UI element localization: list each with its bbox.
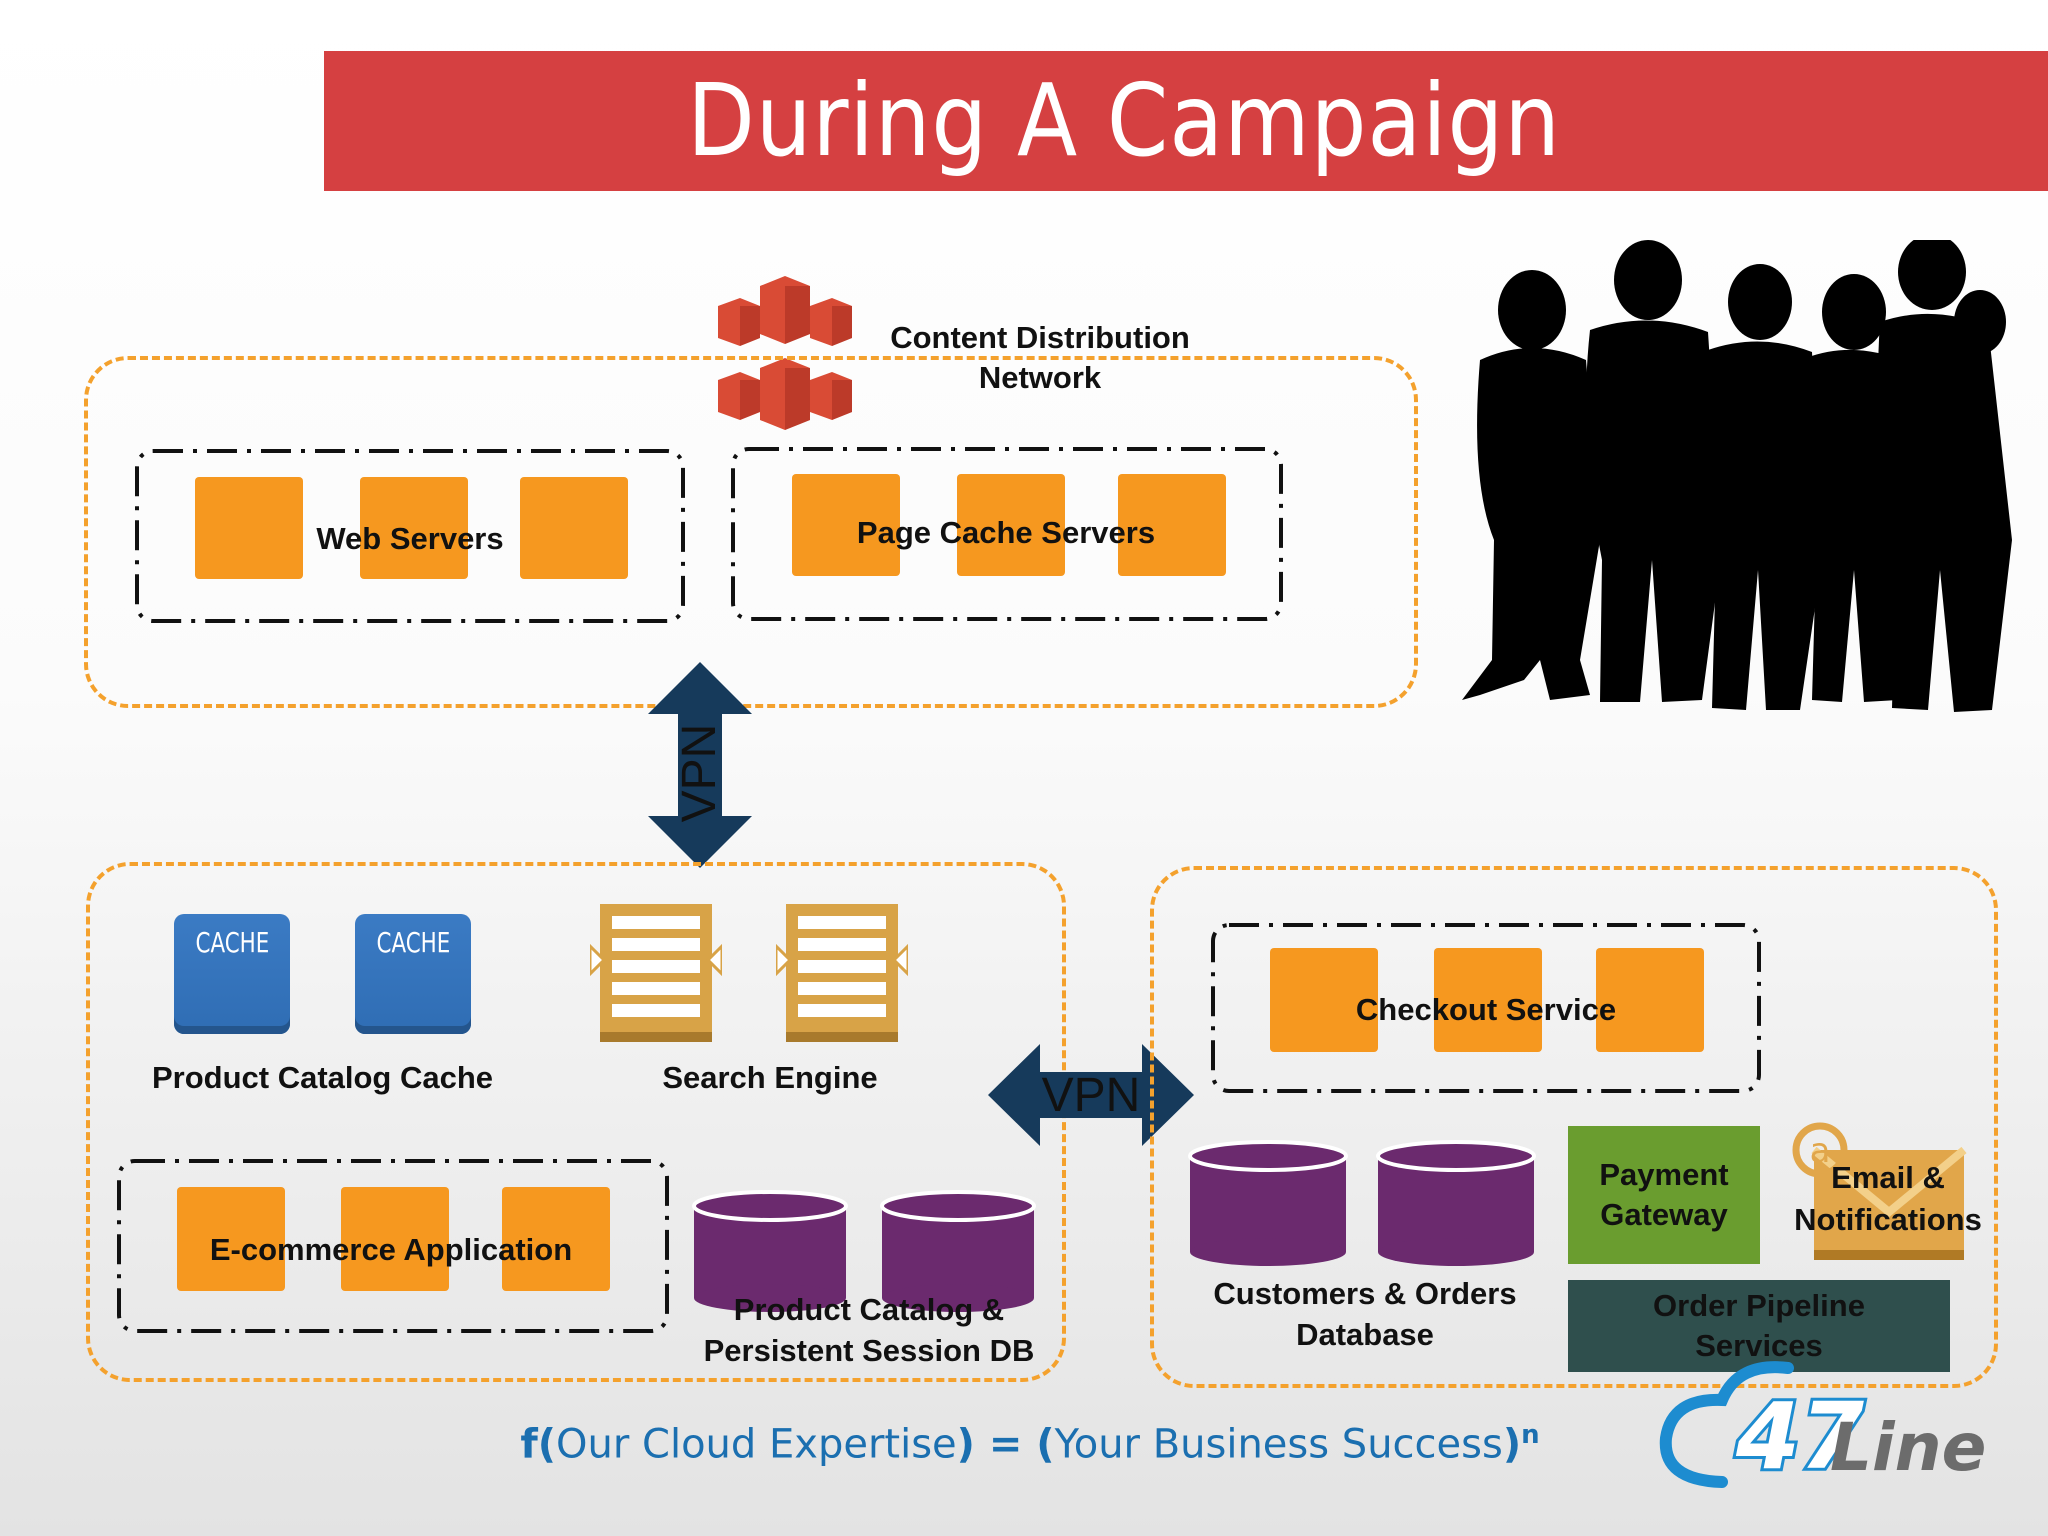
formula-success: Your Business Success	[1054, 1421, 1503, 1468]
title-banner	[324, 51, 2048, 191]
web-server-box-3	[520, 477, 628, 579]
ecommerce-label: E-commerce Application	[209, 1232, 573, 1267]
web-server-box-1	[195, 477, 303, 579]
crowd-silhouette-icon	[1462, 240, 2012, 712]
customers-db-label-line1: Customers & Orders	[1213, 1276, 1517, 1311]
page-cache-box-2	[957, 474, 1065, 576]
web-servers-group	[135, 449, 685, 623]
pipeline-label-line2: Services	[1695, 1328, 1823, 1363]
page-title: During A Campaign	[687, 62, 1561, 179]
catalog-db-label-line1: Product Catalog &	[733, 1292, 1005, 1327]
pipeline-label-line1: Order Pipeline	[1653, 1288, 1865, 1323]
cache-icon: CACHE	[174, 914, 290, 1034]
customers-db-label-line2: Database	[1296, 1317, 1434, 1352]
cdn-label-line1: Content Distribution	[890, 320, 1190, 355]
logo-digits: 47	[1735, 1383, 1864, 1490]
formula-f-open: f(	[520, 1421, 557, 1468]
tagline-formula: f(Our Cloud Expertise) = (Your Business …	[480, 1420, 1580, 1467]
database-icon	[1188, 1140, 1348, 1266]
checkout-label: Checkout Service	[1355, 992, 1617, 1027]
vpn-horizontal-arrow-icon	[988, 1044, 1194, 1146]
formula-mid: ) = (	[956, 1421, 1055, 1468]
web-server-box-2	[360, 477, 468, 579]
formula-expertise: Our Cloud Expertise	[556, 1421, 957, 1468]
page-cache-box-1	[792, 474, 900, 576]
database-icon	[1376, 1140, 1536, 1266]
payment-label-line2: Gateway	[1600, 1197, 1728, 1232]
web-tier-zone	[84, 356, 1418, 708]
email-envelope-icon: a	[1792, 1122, 1967, 1260]
payment-gateway-box: Payment Gateway	[1568, 1126, 1760, 1264]
page-cache-box-3	[1118, 474, 1226, 576]
catalog-zone	[86, 862, 1066, 1382]
checkout-zone	[1150, 866, 1998, 1388]
database-icon	[692, 1190, 848, 1312]
ecommerce-box-3	[502, 1187, 610, 1291]
search-engine-icon	[590, 904, 722, 1042]
formula-close: )	[1502, 1421, 1522, 1468]
ecommerce-box-1	[177, 1187, 285, 1291]
search-engine-label: Search Engine	[662, 1060, 878, 1095]
formula-exponent: n	[1521, 1420, 1540, 1450]
payment-label-line1: Payment	[1599, 1157, 1729, 1192]
email-label-line1: Email &	[1831, 1160, 1945, 1195]
vpn-horizontal-label: VPN	[1041, 1069, 1141, 1122]
checkout-box-3	[1596, 948, 1704, 1052]
47line-logo: 47 Line	[1659, 1361, 1986, 1492]
order-pipeline-box: Order Pipeline Services	[1568, 1280, 1950, 1372]
email-label-line2: Notifications	[1794, 1202, 1982, 1237]
checkout-box-2	[1434, 948, 1542, 1052]
checkout-group	[1211, 923, 1761, 1093]
page-cache-label: Page Cache Servers	[856, 515, 1156, 550]
product-catalog-cache-label: Product Catalog Cache	[151, 1060, 494, 1095]
vpn-vertical-label: VPN	[673, 723, 726, 823]
search-engine-icon	[776, 904, 908, 1042]
cache-icon: CACHE	[355, 914, 471, 1034]
ecommerce-box-2	[341, 1187, 449, 1291]
ecommerce-group	[117, 1159, 669, 1333]
checkout-box-1	[1270, 948, 1378, 1052]
vpn-vertical-arrow-icon	[648, 662, 752, 868]
cdn-label-line2: Network	[978, 360, 1102, 395]
cdn-cubes-icon	[718, 276, 852, 430]
page-cache-group	[731, 447, 1283, 621]
database-icon	[880, 1190, 1036, 1312]
logo-word: Line	[1830, 1409, 1986, 1486]
web-servers-label: Web Servers	[316, 521, 504, 556]
catalog-db-label-line2: Persistent Session DB	[703, 1333, 1035, 1368]
svg-text:a: a	[1810, 1131, 1831, 1171]
